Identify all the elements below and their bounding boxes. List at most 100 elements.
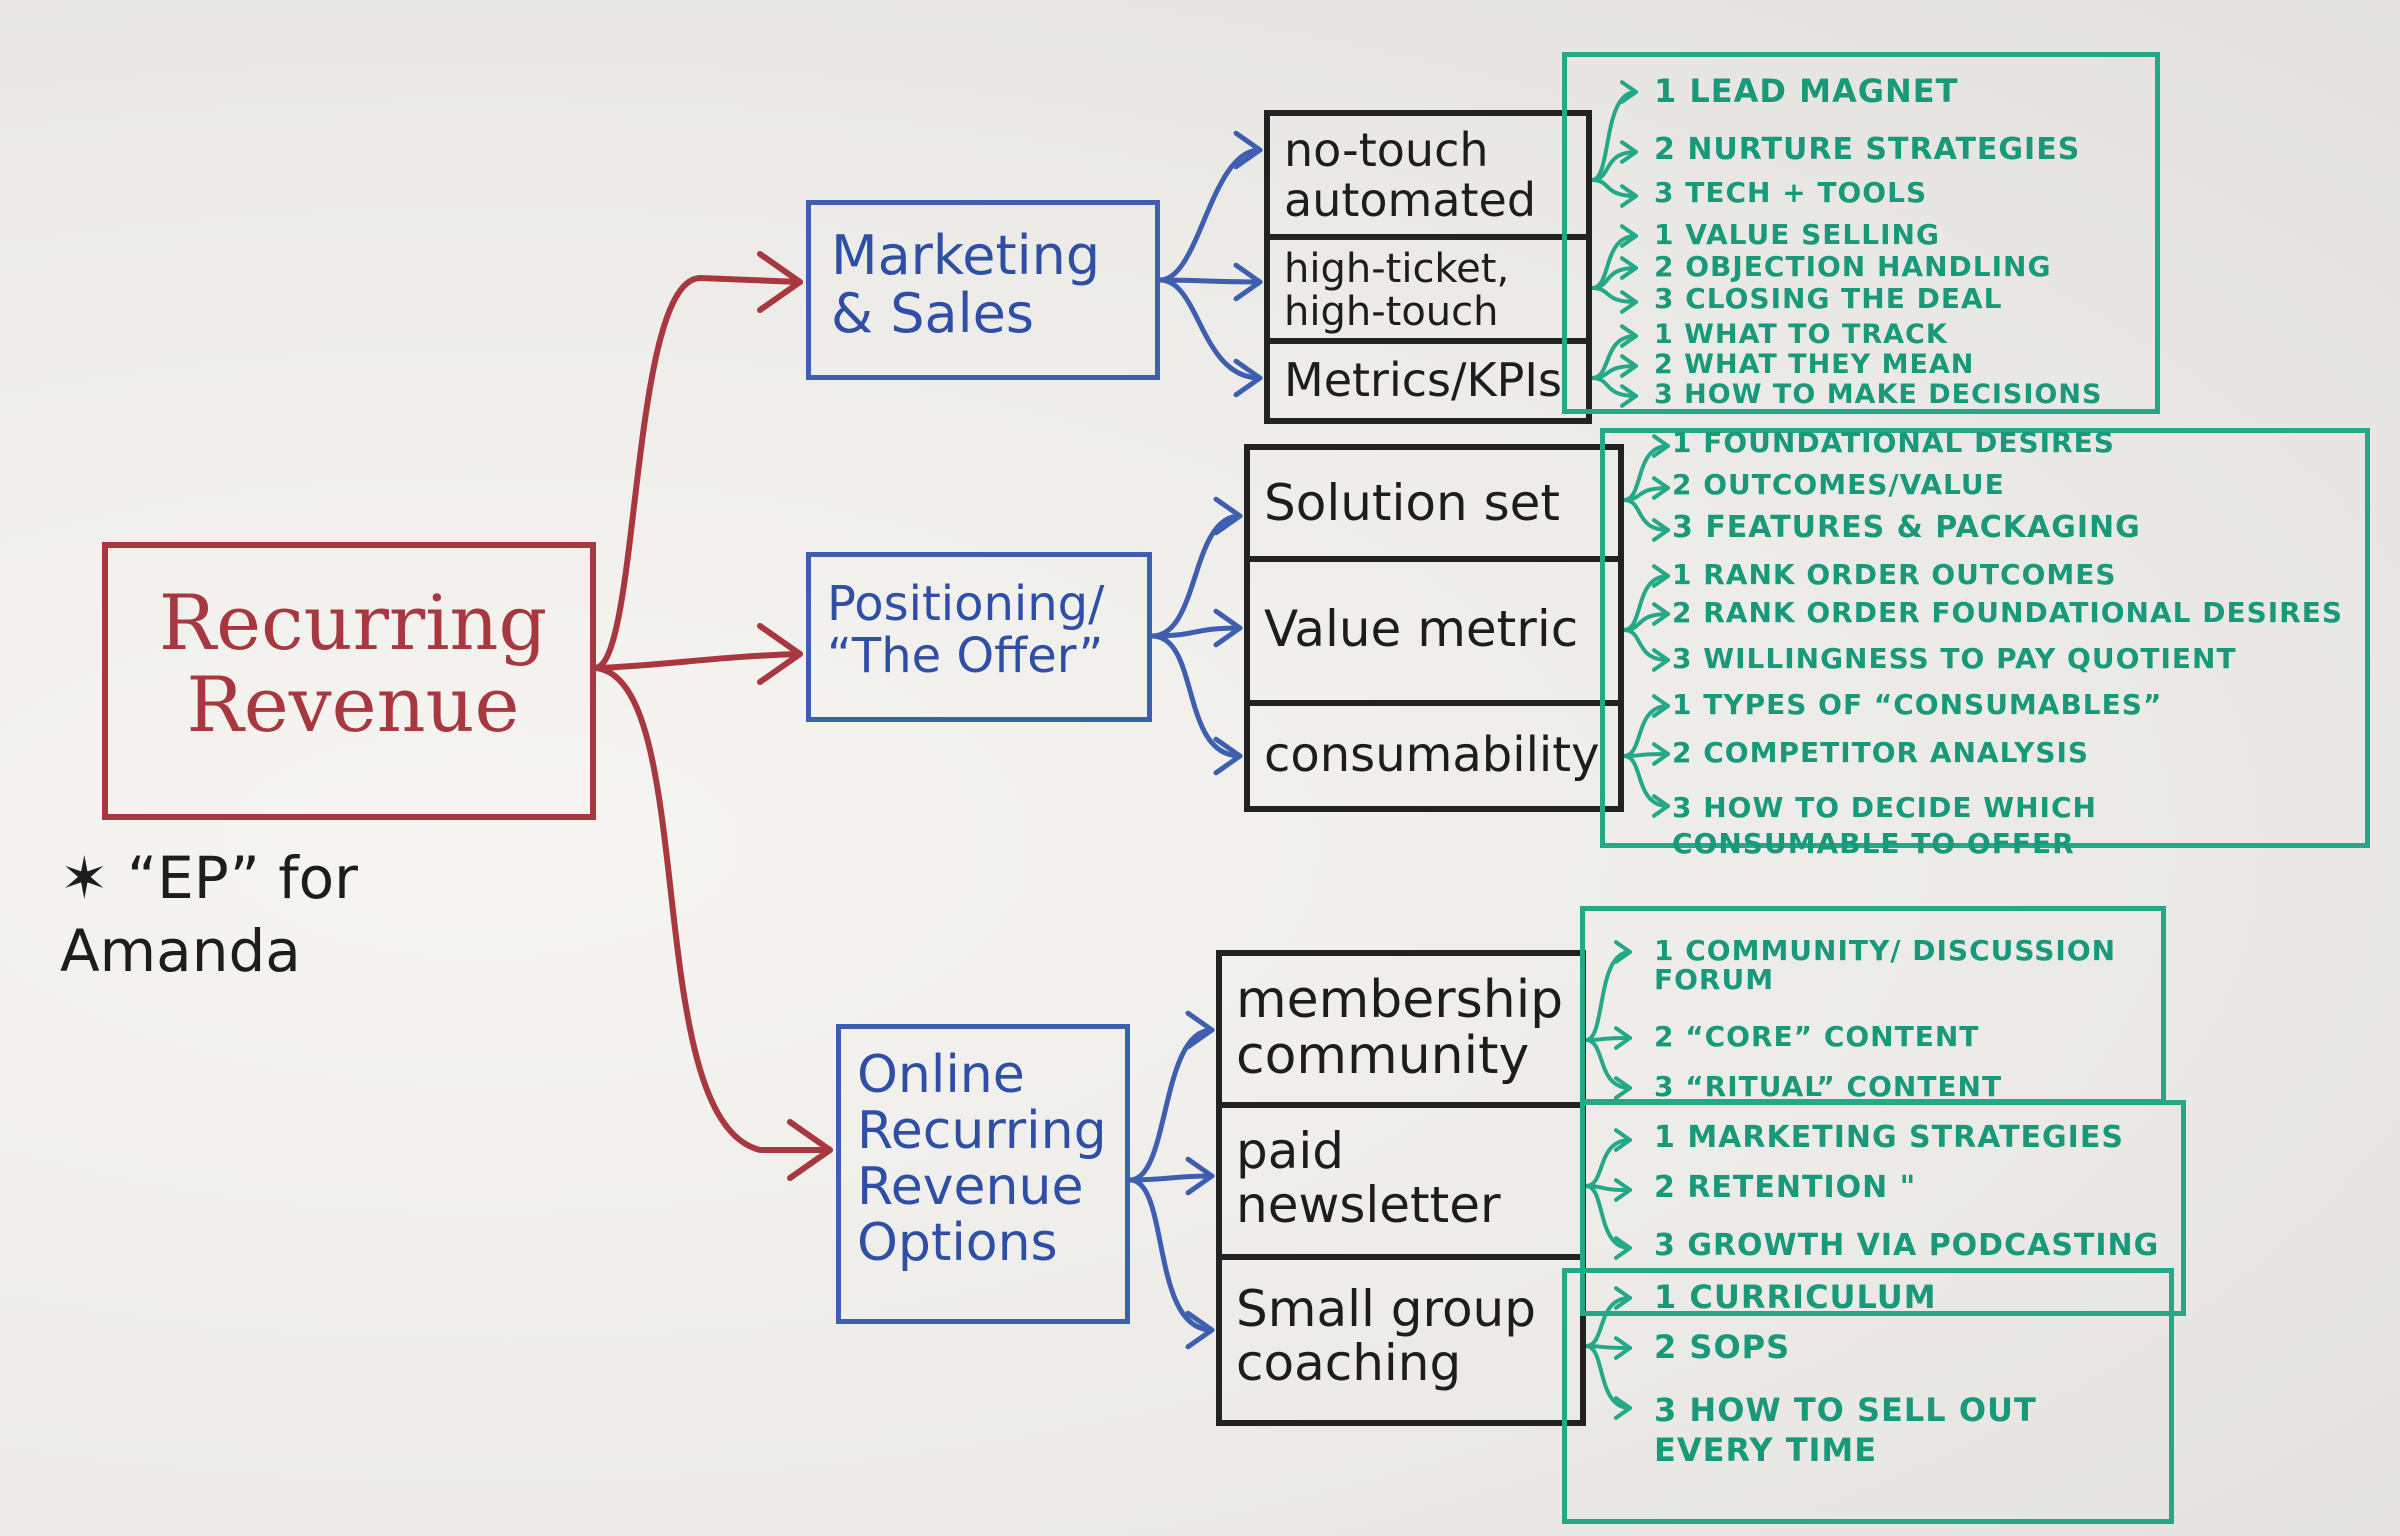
topic-label: high-ticket, high-touch [1284, 246, 1510, 336]
arrow-head [1652, 794, 1670, 818]
connector-highticket-details-2 [1590, 286, 1638, 304]
arrow-head [1185, 1010, 1215, 1050]
topic-value-metric: Value metric [1244, 556, 1624, 706]
connector-value-details-2 [1622, 628, 1670, 662]
topic-label: Solution set [1264, 474, 1560, 532]
detail-item: 3 WILLINGNESS TO PAY QUOTIENT [1672, 642, 2237, 675]
detail-item: 2 NURTURE STRATEGIES [1654, 132, 2081, 167]
topic-label: membership community [1236, 970, 1564, 1087]
topic-small-group: Small group coaching [1216, 1254, 1586, 1426]
arrow-head [1620, 384, 1638, 408]
arrow-head [787, 1119, 833, 1181]
root-note: ✶ “EP” for Amanda [60, 844, 359, 985]
arrow-head [1620, 80, 1638, 104]
arrow-head [1620, 184, 1638, 208]
arrow-head [757, 251, 803, 313]
topic-membership: membership community [1216, 950, 1586, 1108]
arrow-head [1614, 1026, 1632, 1050]
topic-solution-set: Solution set [1244, 444, 1624, 562]
details-newsletter [1580, 1100, 2186, 1316]
detail-item: 3 TECH + TOOLS [1654, 176, 1928, 209]
connector-marketing-notouch [1157, 147, 1263, 283]
connector-positioning-value [1149, 625, 1243, 639]
detail-item: 3 CLOSING THE DEAL [1654, 282, 2003, 315]
topic-no-touch: no-touch automated [1264, 110, 1592, 240]
connector-notouch-details-2 [1590, 178, 1638, 198]
detail-item: 1 RANK ORDER OUTCOMES [1672, 558, 2117, 591]
topic-high-ticket: high-ticket, high-touch [1264, 234, 1592, 344]
arrow-head [1652, 564, 1670, 588]
topic-label: Small group coaching [1236, 1280, 1536, 1392]
branch-label: Positioning/ “The Offer” [827, 576, 1105, 684]
arrow-head [1614, 1178, 1632, 1202]
arrow-head [1185, 1310, 1215, 1350]
arrow-head [1614, 1396, 1632, 1420]
branch-positioning-offer: Positioning/ “The Offer” [806, 552, 1152, 722]
arrow-head [1620, 324, 1638, 348]
arrow-head [1185, 1156, 1215, 1196]
connector-root-positioning [593, 651, 803, 671]
connector-newsletter-details-2 [1584, 1184, 1632, 1250]
arrow-head [1652, 518, 1670, 542]
details-positioning [1600, 428, 2370, 848]
arrow-head [757, 623, 803, 685]
topic-label: Value metric [1264, 600, 1579, 658]
connector-positioning-consumability [1149, 633, 1243, 759]
detail-item: 1 WHAT TO TRACK [1654, 319, 1948, 350]
connector-membership-details-0 [1584, 950, 1632, 1042]
details-coaching [1562, 1268, 2174, 1524]
connector-metrics-details-2 [1590, 376, 1638, 398]
arrow-head [1652, 434, 1670, 458]
arrow-head [1213, 608, 1243, 648]
detail-item: 2 SOPs [1654, 1328, 1791, 1366]
arrow-head [1233, 262, 1263, 302]
details-marketing-sales [1562, 52, 2160, 414]
detail-item: 3 HOW TO SELL OUT EVERY TIME [1654, 1391, 2037, 1469]
detail-item: 1 VALUE SELLING [1654, 218, 1940, 251]
connector-notouch-details-0 [1590, 90, 1638, 182]
arrow-head [1614, 1128, 1632, 1152]
detail-item: 1 MARKETING STRATEGIES [1654, 1120, 2124, 1155]
connector-membership-details-2 [1584, 1038, 1632, 1090]
connector-marketing-metrics [1157, 277, 1263, 381]
topic-label: no-touch automated [1284, 123, 1537, 227]
connector-root-marketing [593, 275, 803, 671]
detail-item: 2 OUTCOMES/VALUE [1672, 468, 2005, 501]
arrow-head [1652, 742, 1670, 766]
connector-positioning-solution [1149, 513, 1243, 639]
arrow-head [1213, 736, 1243, 776]
detail-item: 3 HOW TO DECIDE WHICH CONSUMABLE TO OFFE… [1672, 791, 2097, 861]
branch-marketing-sales: Marketing & Sales [806, 200, 1160, 380]
detail-item: 2 OBJECTION HANDLING [1654, 250, 2052, 283]
arrow-head [1614, 1286, 1632, 1310]
connector-consumability-details-2 [1622, 754, 1670, 808]
connector-solution-details-2 [1622, 498, 1670, 532]
arrow-head [1614, 1336, 1632, 1360]
arrow-head [1233, 130, 1263, 170]
arrow-head [1614, 1236, 1632, 1260]
detail-item: 1 TYPES OF “CONSUMABLES” [1672, 688, 2163, 721]
topic-paid-newsletter: paid newsletter [1216, 1102, 1586, 1260]
branch-online-recurring: Online Recurring Revenue Options [836, 1024, 1130, 1324]
arrow-head [1620, 140, 1638, 164]
arrow-head [1652, 602, 1670, 626]
detail-item: 3 “RITUAL” CONTENT [1654, 1070, 2003, 1103]
topic-metrics: Metrics/KPIs [1264, 338, 1592, 424]
branch-label: Online Recurring Revenue Options [857, 1045, 1107, 1274]
detail-item: 1 CURRICULUM [1654, 1278, 1937, 1316]
topic-consumability: consumability [1244, 700, 1624, 812]
detail-item: 2 RETENTION " [1654, 1170, 1917, 1205]
detail-item: 2 COMPETITOR ANALYSIS [1672, 736, 2090, 769]
detail-item: 2 RANK ORDER FOUNDATIONAL DESIRES [1672, 596, 2344, 629]
topic-label: Metrics/KPIs [1284, 353, 1562, 407]
branch-label: Marketing & Sales [831, 224, 1101, 346]
arrow-head [1652, 648, 1670, 672]
detail-item: 2 WHAT THEY MEAN [1654, 349, 1975, 380]
connector-online-newsletter [1127, 1173, 1215, 1183]
connector-coaching-details-2 [1584, 1344, 1632, 1410]
detail-item: 2 “CORE” CONTENT [1654, 1020, 1980, 1053]
detail-item: 1 LEAD MAGNET [1654, 72, 1959, 110]
connector-marketing-highticket [1157, 277, 1263, 285]
detail-item: 1 COMMUNITY/ DISCUSSION FORUM [1654, 934, 2117, 997]
